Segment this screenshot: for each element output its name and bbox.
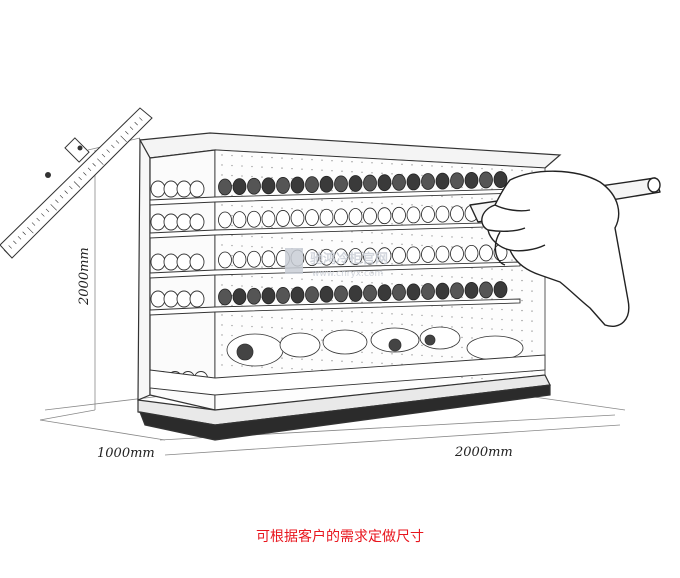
width-dimension-label: 2000mm — [454, 445, 513, 460]
front-tray — [149, 354, 546, 396]
custom-size-caption: 可根据客户的需求定做尺寸 — [256, 529, 424, 545]
watermark-url: www.cnryx.com — [312, 269, 383, 279]
measuring-tape — [0, 107, 153, 259]
watermark: 驰鸿冷柜官网 www.cnryx.com — [285, 248, 388, 279]
depth-dimension-label: 1000mm — [97, 446, 155, 461]
watermark-text: 驰鸿冷柜官网 — [310, 251, 388, 267]
bottom-well — [226, 326, 524, 367]
height-dimension-label: 2000mm — [77, 247, 92, 306]
hand-with-pen — [469, 170, 661, 327]
